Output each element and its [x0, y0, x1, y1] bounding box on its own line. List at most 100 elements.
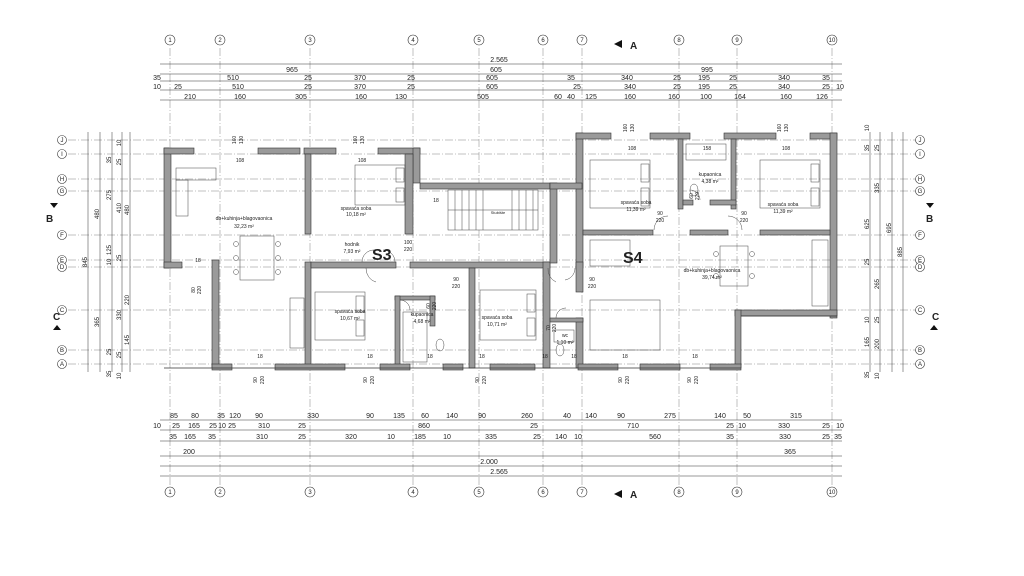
- axis-label-4: 4: [411, 490, 415, 496]
- dim-top-r5: 60: [554, 94, 562, 101]
- dim-bottom-r1: 330: [307, 413, 319, 420]
- dim-bottom-r2: 165: [188, 423, 200, 430]
- axis-label-3: 3: [308, 38, 312, 44]
- dim-top-r3: 370: [354, 75, 366, 82]
- axis-label-g: G: [60, 189, 65, 195]
- dim-top-r4: 25: [407, 84, 415, 91]
- dim-top-r4: 370: [354, 84, 366, 91]
- window-width-label: 108: [358, 158, 367, 164]
- axis-label-h: H: [918, 177, 922, 183]
- door-height-label: 220: [552, 324, 558, 333]
- dim-bottom-r3: 310: [256, 434, 268, 441]
- right-dimension-lines: 10 35 25 335 625 695 885 25 265 10 25 16…: [865, 124, 904, 379]
- dim-total-bottom-1: 2.000: [480, 459, 498, 466]
- sill-label: 220: [625, 376, 631, 385]
- axis-label-4: 4: [411, 38, 415, 44]
- window-labels: 108 108 108 158 108 18 18 18 18 18 18 18…: [195, 146, 790, 360]
- dim-top-r5: 160: [668, 94, 680, 101]
- axis-label-i: I: [61, 152, 63, 158]
- section-markers: A A B B C C: [46, 40, 939, 501]
- axis-label-d: D: [60, 265, 65, 271]
- dim-right: 265: [875, 278, 881, 289]
- dim-right: 10: [865, 316, 871, 323]
- door-width-label: 80: [191, 287, 197, 293]
- axis-label-i: I: [919, 152, 921, 158]
- dim-left: 275: [107, 189, 113, 200]
- window-width-label: 18: [571, 354, 577, 360]
- dim-right: 10: [875, 372, 881, 379]
- dim-top-r4: 10: [153, 84, 161, 91]
- sill-label: 130: [630, 124, 636, 133]
- dim-right: 885: [898, 246, 904, 257]
- dim-top-r5: 160: [355, 94, 367, 101]
- room-area: 1,10 m²: [557, 340, 574, 346]
- dim-bottom-r2: 10: [738, 423, 746, 430]
- dim-bottom-r1: 260: [521, 413, 533, 420]
- door-width-label: 90: [589, 277, 595, 283]
- axis-markers-bottom: 1 2 3 4 5 6 7 8 9 10: [164, 486, 838, 498]
- room-area: 11,39 m²: [626, 207, 646, 213]
- dim-bottom-r2: 25: [530, 423, 538, 430]
- dim-left: 25: [117, 158, 123, 165]
- dim-bottom-r3: 140: [555, 434, 567, 441]
- room-name: spavaća soba: [335, 309, 366, 315]
- dim-bottom-r1: 140: [446, 413, 458, 420]
- sill-label: 220: [694, 376, 700, 385]
- sill-label: 160: [623, 124, 629, 133]
- dim-top-r4: 25: [304, 84, 312, 91]
- dim-bottom-r1: 40: [563, 413, 571, 420]
- section-arrow-icon: [53, 325, 61, 330]
- axis-markers-top: 1 2 3 4 5 6 7 8 9 10: [164, 34, 838, 46]
- dim-bottom-r3: 35: [726, 434, 734, 441]
- axis-label-j: J: [61, 138, 64, 144]
- dim-right: 10: [865, 124, 871, 131]
- section-label-b-left: B: [46, 214, 53, 225]
- dim-top-r5: 305: [295, 94, 307, 101]
- dim-top-r5: 505: [477, 94, 489, 101]
- section-arrow-icon: [926, 203, 934, 208]
- door-width-label: 70: [546, 325, 552, 331]
- axis-markers-right: J I H G F E D C B A: [915, 135, 925, 369]
- dim-left: 25: [117, 254, 123, 261]
- dim-bottom-r1: 35: [217, 413, 225, 420]
- door-height-label: 220: [656, 218, 665, 224]
- dim-top-r4: 340: [624, 84, 636, 91]
- dim-bottom-r2: 710: [627, 423, 639, 430]
- dim-top-r3: 510: [227, 75, 239, 82]
- sill-label: 160: [777, 124, 783, 133]
- dim-left: 480: [125, 204, 131, 215]
- sill-label: 220: [260, 376, 266, 385]
- axis-label-1: 1: [168, 38, 172, 44]
- top-dimension-lines: 2.565 965 605 995: [160, 57, 842, 101]
- dim-top-r5: 126: [816, 94, 828, 101]
- dim-left: 25: [107, 348, 113, 355]
- door-width-label: 60: [689, 193, 695, 199]
- dim-bottom-r2: 25: [298, 423, 306, 430]
- room-name: wc: [562, 333, 569, 339]
- sill-label: 130: [360, 136, 366, 145]
- dim-top-r4: 25: [729, 84, 737, 91]
- room-area: 10,71 m²: [487, 322, 507, 328]
- sill-label: 90: [618, 377, 624, 383]
- dim-top-r3: 25: [729, 75, 737, 82]
- section-label-c-right: C: [932, 312, 939, 323]
- dim-bottom-r4: 365: [784, 449, 796, 456]
- room-name: kupaonica: [699, 172, 722, 178]
- axis-label-9: 9: [735, 38, 739, 44]
- sill-label: 160: [353, 136, 359, 145]
- dim-bottom-r3: 25: [533, 434, 541, 441]
- room-name: spavaća soba: [621, 200, 652, 206]
- dim-bottom-r1: 90: [255, 413, 263, 420]
- sill-label: 130: [239, 136, 245, 145]
- bottom-dimension-row-3: 35 165 35 310 25 320 10 185 10 335 25 14…: [169, 434, 842, 441]
- dim-top-r3: 35: [153, 75, 161, 82]
- axis-label-d: D: [918, 265, 923, 271]
- dim-bottom-r3: 165: [184, 434, 196, 441]
- dim-bottom-r1: 90: [366, 413, 374, 420]
- section-label-a-bottom: A: [630, 490, 637, 501]
- dim-bottom-r3: 35: [834, 434, 842, 441]
- room-name: db+kuhinja+blagovaonica: [684, 268, 741, 274]
- dim-bottom-r2: 860: [418, 423, 430, 430]
- dim-bottom-r2: 10: [836, 423, 844, 430]
